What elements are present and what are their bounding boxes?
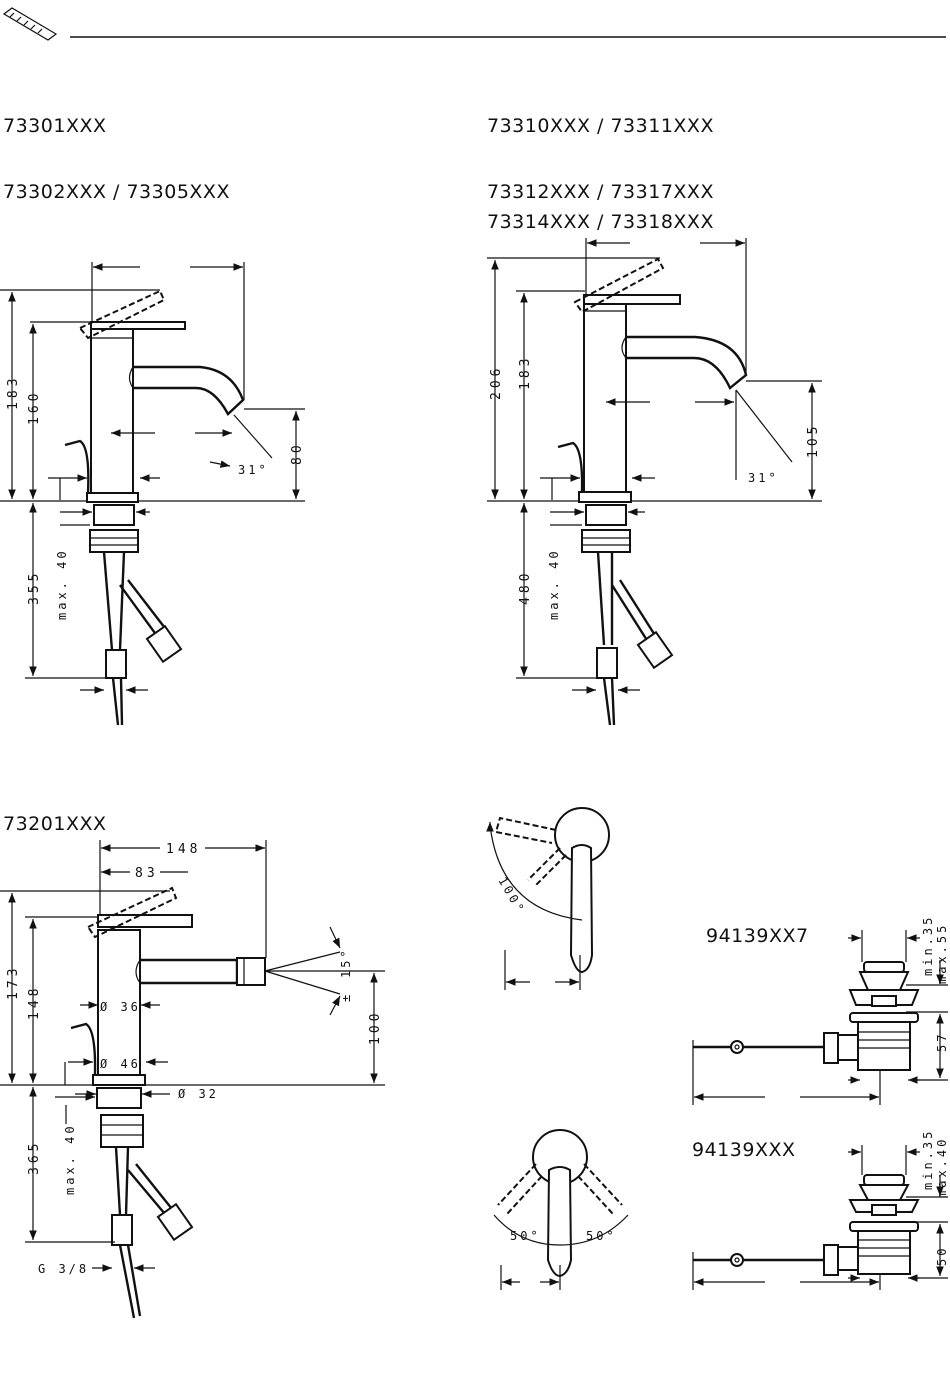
dim-max-40-waste: max.40 (935, 1137, 949, 1198)
dim-g-3-8: G 3/8 (38, 1262, 89, 1276)
dim-183: 183 (6, 375, 21, 410)
model-label-73314: 73314XXX / 73318XXX (487, 211, 714, 233)
dim-83: 83 (135, 866, 159, 881)
dim-diameter-46: Ø 46 (100, 1057, 141, 1071)
dim-355: 355 (27, 570, 42, 605)
bidet-mixer-drawing: 148 83 173 148 365 max. 40 Ø 36 Ø 46 Ø 3… (0, 840, 385, 1318)
dim-365: 365 (27, 1140, 42, 1175)
dim-183-tall: 183 (518, 355, 533, 390)
model-label-94139XXX: 94139XXX (692, 1139, 796, 1161)
handle-rotation-50-drawing: 50° 50° (494, 1130, 628, 1290)
dim-105: 105 (806, 423, 821, 458)
dim-148-top: 148 (166, 842, 201, 857)
model-label-73301: 73301XXX (3, 115, 107, 137)
dim-148-vertical: 148 (27, 985, 42, 1020)
dim-min-35-a: min.35 (921, 915, 935, 976)
dim-173: 173 (6, 965, 21, 1000)
dim-206: 206 (489, 365, 504, 400)
dim-plus-minus: ± (339, 992, 353, 1002)
model-label-94139XX7: 94139XX7 (706, 925, 809, 947)
dim-diameter-32: Ø 32 (178, 1087, 219, 1101)
model-label-73310: 73310XXX / 73311XXX (487, 115, 714, 137)
dim-max-55: max.55 (935, 923, 949, 984)
dim-160: 160 (27, 390, 42, 425)
handle-rotation-100-drawing: 100° (490, 808, 609, 990)
dim-15-degrees: 15° (339, 947, 353, 978)
mixer-drawing-tall: 206 183 480 max. 40 31° 105 (487, 238, 822, 725)
dim-50-degrees-left: 50° (510, 1229, 541, 1243)
dim-max-40: max. 40 (55, 548, 69, 620)
dim-50: 50 (935, 1246, 949, 1266)
dim-80: 80 (290, 441, 305, 465)
dim-31-degrees-tall: 31° (748, 471, 779, 485)
dim-50-degrees-right: 50° (586, 1229, 617, 1243)
dim-100: 100 (368, 1010, 383, 1045)
dim-diameter-36: Ø 36 (100, 1000, 141, 1014)
dim-max-40-bidet: max. 40 (63, 1123, 77, 1195)
mixer-drawing-small: 183 160 355 max. 40 31° 80 (0, 262, 305, 725)
model-label-73312: 73312XXX / 73317XXX (487, 181, 714, 203)
model-label-73201: 73201XXX (3, 813, 107, 835)
dim-max-40-tall: max. 40 (547, 548, 561, 620)
dim-57: 57 (935, 1032, 949, 1052)
dim-min-35-b: min.35 (921, 1129, 935, 1190)
ruler-icon (4, 8, 56, 40)
dim-480: 480 (518, 570, 533, 605)
model-label-73302: 73302XXX / 73305XXX (3, 181, 230, 203)
dim-31-degrees: 31° (238, 463, 269, 477)
